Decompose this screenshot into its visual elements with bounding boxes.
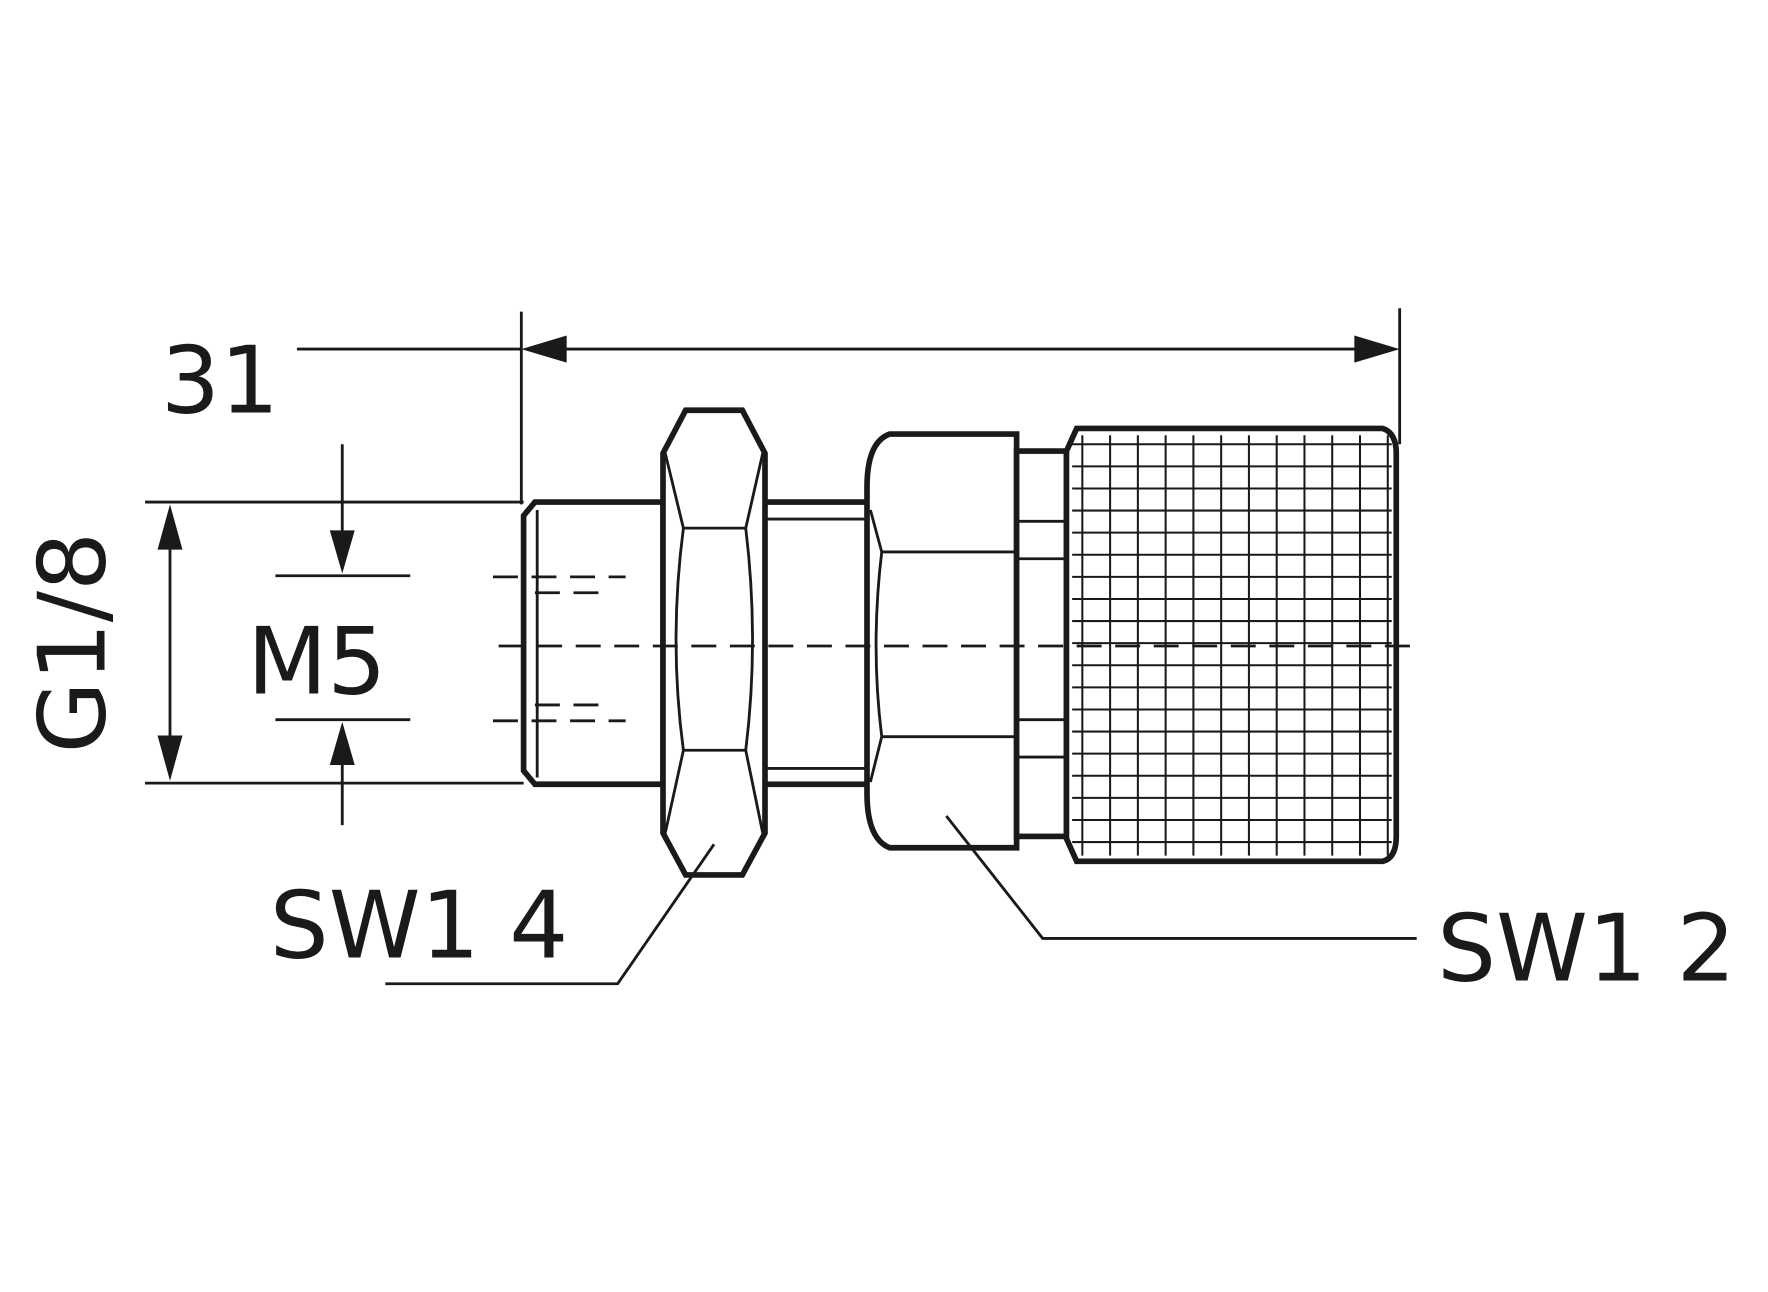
- hex-nut-size-label: SW1 4: [270, 872, 569, 980]
- callout-hex-nut: SW1 4: [270, 843, 716, 986]
- length-label: 31: [161, 327, 279, 435]
- callout-hex-body: SW1 2: [945, 815, 1736, 1002]
- threaded-shaft: [493, 499, 666, 788]
- drawing-stroke: [660, 407, 768, 878]
- drawing-stroke: [1013, 448, 1070, 840]
- inner-thread-label: M5: [247, 608, 386, 716]
- hex-body: [864, 431, 1020, 851]
- neck: [1013, 448, 1070, 840]
- inner-thread-dimension: M5: [247, 444, 411, 826]
- hex-body-size-label: SW1 2: [1437, 894, 1736, 1002]
- drawing-stroke: [869, 509, 884, 783]
- middle-shaft: [758, 499, 874, 788]
- drawing-stroke: [945, 815, 1417, 940]
- drawing-stroke: [864, 431, 1020, 851]
- drawing-stroke: [663, 452, 685, 834]
- drawing-stroke: [520, 499, 666, 788]
- hex-nut: [660, 407, 768, 878]
- drawing-stroke: [385, 843, 716, 986]
- knurl-pattern: [1072, 435, 1392, 856]
- length-dimension: 31: [161, 308, 1402, 505]
- outer-thread-dimension: G1/8: [18, 500, 524, 785]
- drawing-stroke: [758, 499, 874, 788]
- drawing-stroke: [744, 453, 765, 834]
- outer-thread-label: G1/8: [18, 532, 126, 754]
